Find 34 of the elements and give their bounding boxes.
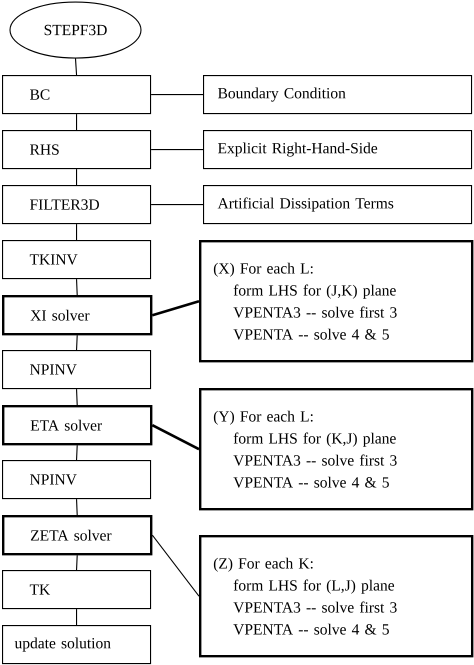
connector-line (76, 555, 78, 570)
description-box: Artificial Dissipation Terms (203, 185, 472, 224)
connector-line (151, 204, 203, 206)
solver-loop-box: (Y) For each L: form LHS for (K,J) plane VPENTA3 -- solve first 3 VPENTA -- solve 4 & 5 (199, 388, 474, 510)
process-box: ETA solver (2, 405, 152, 446)
connector-line (74, 58, 78, 76)
connector-line (152, 300, 200, 316)
process-box: TKINV (2, 240, 152, 280)
process-box: RHS (2, 130, 152, 170)
connector-line (76, 279, 78, 296)
connector-line (76, 499, 78, 516)
connector-line (76, 609, 78, 625)
solver-loop-box: (X) For each L: form LHS for (J,K) plane VPENTA3 -- solve first 3 VPENTA -- solve 4 & 5 (199, 240, 474, 362)
description-box: Boundary Condition (203, 75, 472, 114)
connector-line (76, 114, 78, 130)
connector-line (151, 149, 203, 150)
connector-line (152, 424, 200, 450)
process-box: BC (2, 75, 152, 114)
process-box: XI solver (2, 295, 152, 336)
connector-line (152, 534, 200, 597)
solver-loop-box: (Z) For each K: form LHS for (L,J) plane VPENTA3 -- solve first 3 VPENTA -- solve 4 & 5 (199, 535, 474, 658)
connector-line (76, 445, 78, 460)
description-box: Explicit Right-Hand-Side (203, 130, 472, 170)
connector-line (76, 169, 78, 185)
process-box: update solution (2, 625, 152, 664)
process-box: ZETA solver (2, 515, 152, 556)
connector-line (76, 389, 78, 406)
connector-line (76, 335, 78, 350)
connector-line (76, 224, 78, 240)
connector-line (151, 94, 203, 96)
process-box: FILTER3D (2, 185, 152, 224)
process-box: NPINV (2, 460, 152, 500)
process-box: NPINV (2, 350, 152, 390)
process-box: TK (2, 570, 152, 610)
